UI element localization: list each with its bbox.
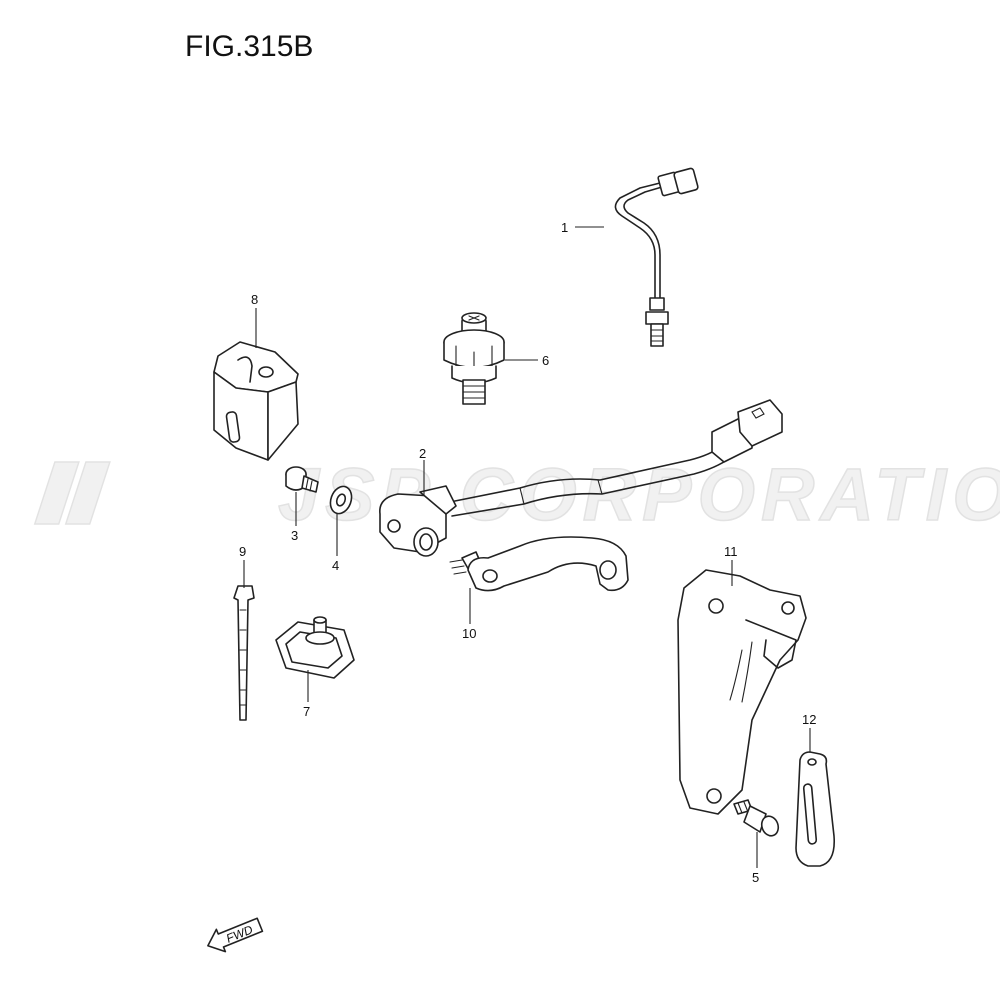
callout-12: 12: [802, 712, 816, 727]
fwd-label: FWD: [224, 922, 255, 945]
callout-4: 4: [332, 558, 339, 573]
leader-lines: [243, 226, 811, 868]
part-6-pressure-switch: [443, 312, 505, 405]
callout-7: 7: [303, 704, 310, 719]
callout-labels: 1 2 3 4 5 6 7 8 9 10 11 12: [239, 220, 816, 885]
part-4-washer: [329, 485, 353, 515]
figure-title: FIG.315B: [185, 30, 314, 63]
watermark: JSP CORPORATION: [33, 452, 1000, 537]
callout-3: 3: [291, 528, 298, 543]
callout-6: 6: [542, 353, 549, 368]
part-7-clip: [275, 616, 355, 679]
callout-9: 9: [239, 544, 246, 559]
part-9-cable-tie: [233, 585, 255, 721]
part-2-sensor-harness: [379, 399, 783, 557]
fwd-arrow: FWD: [207, 917, 264, 953]
part-11-bracket: [677, 569, 807, 815]
callout-11: 11: [724, 544, 738, 559]
callout-10: 10: [462, 626, 476, 641]
callout-5: 5: [752, 870, 759, 885]
callout-1: 1: [561, 220, 568, 235]
part-3-bolt: [285, 466, 319, 493]
part-8-holder: [213, 341, 299, 461]
part-10-arm: [449, 536, 629, 592]
callout-8: 8: [251, 292, 258, 307]
part-12-strap: [795, 751, 836, 867]
part-1-sensor-harness: [614, 167, 699, 347]
callout-2: 2: [419, 446, 426, 461]
part-5-bolt: [733, 799, 780, 837]
